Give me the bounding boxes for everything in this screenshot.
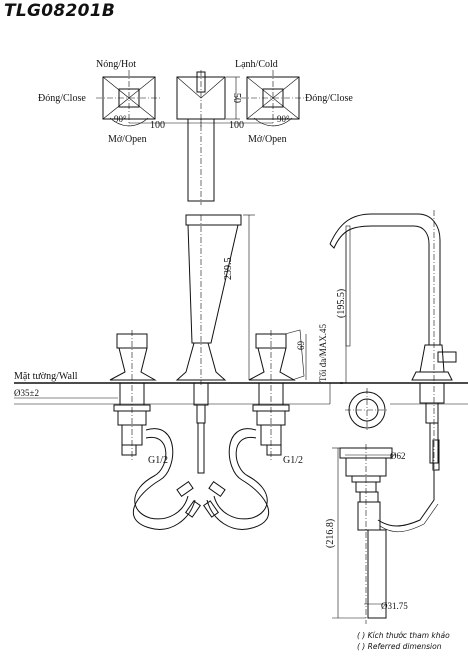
cold-valve-underdeck: [252, 382, 290, 456]
dim-spout-reach: (195.5): [336, 289, 347, 318]
spout-top: [176, 70, 226, 205]
dim-thread-left: G1/2: [148, 455, 168, 466]
spout-shank: [193, 382, 209, 474]
model-title: TLG08201B: [4, 1, 116, 21]
label-cold: Lạnh/Cold: [235, 59, 278, 70]
label-wall: Mặt tường/Wall: [14, 371, 78, 382]
dim-spacing-right: 100: [229, 120, 244, 131]
label-max-thickness: Tối đa/MAX.45: [318, 324, 328, 382]
dim-drain-length: (216.8): [325, 519, 336, 548]
popup-drain: (216.8) Ø62 Ø31.75: [325, 444, 439, 624]
label-open-right: Mở/Open: [248, 134, 287, 145]
angle-left: 90°: [114, 114, 127, 124]
dim-spacing-left: 100: [150, 120, 165, 131]
note-line-2: ( ) Referred dimension: [357, 642, 442, 651]
note-line-1: ( ) Kích thước tham khảo: [357, 631, 450, 640]
cold-handle-front: [248, 329, 305, 460]
dim-drain-dia: Ø62: [390, 451, 406, 461]
dim-handle-69: 69: [296, 341, 306, 351]
angle-right: 90°: [277, 114, 290, 124]
dim-drain-pipe: Ø31.75: [381, 601, 408, 611]
label-close-left: Đóng/Close: [38, 93, 86, 104]
front-view: 239.5 69 Mặt tường/Wall Ø35±2 Tối đa/MAX…: [14, 214, 343, 530]
dim-hole-dia: Ø35±2: [14, 388, 39, 398]
dim-thread-right: G1/2: [283, 455, 303, 466]
flex-hoses: [132, 428, 270, 530]
hot-handle-top: [96, 70, 162, 127]
hot-handle-front: [109, 330, 157, 460]
label-hot: Nóng/Hot: [96, 59, 136, 70]
label-open-left: Mở/Open: [108, 134, 147, 145]
label-close-right: Đóng/Close: [305, 93, 353, 104]
side-view: (195.5) (216.8): [325, 210, 468, 624]
drain-cap-top: [345, 388, 389, 432]
top-view: 100 100 50 Nóng/Hot Lạnh/Cold Đóng/Close…: [38, 59, 353, 205]
dim-top-50: 50: [231, 93, 242, 103]
spout-front: [175, 214, 242, 385]
hot-valve-underdeck: [113, 382, 151, 456]
cold-handle-top: [240, 70, 306, 127]
dim-spout-height: 239.5: [223, 258, 234, 281]
